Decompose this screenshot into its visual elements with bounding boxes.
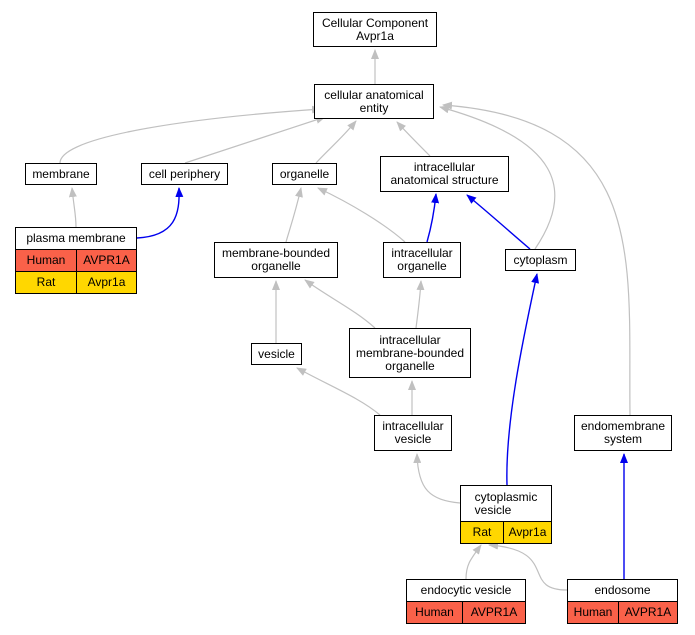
node-cellular-component[interactable]: Cellular Component Avpr1a: [313, 12, 437, 47]
node-cytoplasm[interactable]: cytoplasm: [505, 249, 576, 271]
edge-imbo-to-io: [415, 280, 425, 329]
gene-cell: AVPR1A: [76, 250, 136, 271]
node-title: endocytic vesicle: [407, 580, 525, 602]
node-organelle[interactable]: organelle: [272, 163, 337, 185]
edge-mbo-to-organelle: [285, 187, 303, 243]
node-intracellular-membrane-bounded-organelle[interactable]: intracellular membrane-bounded organelle: [349, 328, 471, 378]
edge-organelle-to-cae: [315, 120, 357, 164]
edge-endomembrane-to-cae: [442, 101, 631, 416]
gene-cell: Avpr1a: [76, 272, 136, 293]
edge-plasma-membrane-to-cell-periphery: [136, 187, 184, 239]
edge-cytoplasm-to-ias: [466, 194, 531, 250]
species-cell: Human: [26, 253, 66, 267]
node-membrane[interactable]: membrane: [25, 163, 97, 185]
annotation-row: Human AVPR1A: [568, 602, 677, 623]
node-title: plasma membrane: [16, 228, 136, 250]
edge-endosome-to-cv: [488, 541, 568, 591]
edge-cytoplasm-to-cae: [439, 105, 556, 250]
node-membrane-bounded-organelle[interactable]: membrane-bounded organelle: [214, 242, 338, 278]
species-cell: Rat: [36, 275, 56, 289]
annotation-row: Human AVPR1A: [16, 250, 136, 271]
edge-cv-to-cytoplasm: [506, 273, 540, 486]
node-cytoplasmic-vesicle[interactable]: cytoplasmic vesicle Rat Avpr1a: [460, 485, 552, 544]
node-endosome[interactable]: endosome Human AVPR1A: [567, 579, 678, 624]
edge-cv-to-iv: [413, 453, 461, 504]
annotation-row: Rat Avpr1a: [16, 271, 136, 293]
node-endomembrane-system[interactable]: endomembrane system: [574, 415, 672, 451]
edge-imbo-to-mbo: [304, 279, 376, 329]
gene-cell: AVPR1A: [462, 602, 525, 623]
node-cell-periphery[interactable]: cell periphery: [141, 163, 228, 185]
edge-io-to-ias: [426, 193, 440, 243]
edge-membrane-to-cae: [59, 105, 322, 164]
edge-cell-periphery-to-cae: [184, 116, 326, 164]
species-cell: Human: [573, 605, 613, 619]
species-cell: Human: [415, 605, 454, 619]
annotation-row: Human AVPR1A: [407, 602, 525, 623]
annotation-row: Rat Avpr1a: [461, 522, 551, 543]
node-endocytic-vesicle[interactable]: endocytic vesicle Human AVPR1A: [406, 579, 526, 624]
edge-plasma-membrane-to-membrane: [68, 187, 77, 228]
node-cellular-anatomical-entity[interactable]: cellular anatomical entity: [314, 84, 434, 119]
node-intracellular-anatomical-structure[interactable]: intracellular anatomical structure: [380, 156, 509, 192]
node-title: cytoplasmic vesicle: [461, 486, 551, 522]
gene-cell: Avpr1a: [503, 522, 551, 543]
node-intracellular-vesicle[interactable]: intracellular vesicle: [374, 415, 452, 451]
edges: [59, 49, 631, 591]
node-title: endosome: [568, 580, 677, 602]
node-vesicle[interactable]: vesicle: [251, 343, 302, 365]
edge-endocytic-to-cv: [465, 544, 482, 580]
gene-cell: AVPR1A: [618, 602, 677, 623]
node-plasma-membrane[interactable]: plasma membrane Human AVPR1A Rat Avpr1a: [15, 227, 137, 294]
species-cell: Rat: [472, 525, 492, 539]
node-intracellular-organelle[interactable]: intracellular organelle: [383, 242, 461, 278]
edge-ias-to-cae: [396, 121, 431, 157]
edge-io-to-organelle: [317, 187, 406, 243]
edge-iv-to-vesicle: [296, 367, 381, 416]
